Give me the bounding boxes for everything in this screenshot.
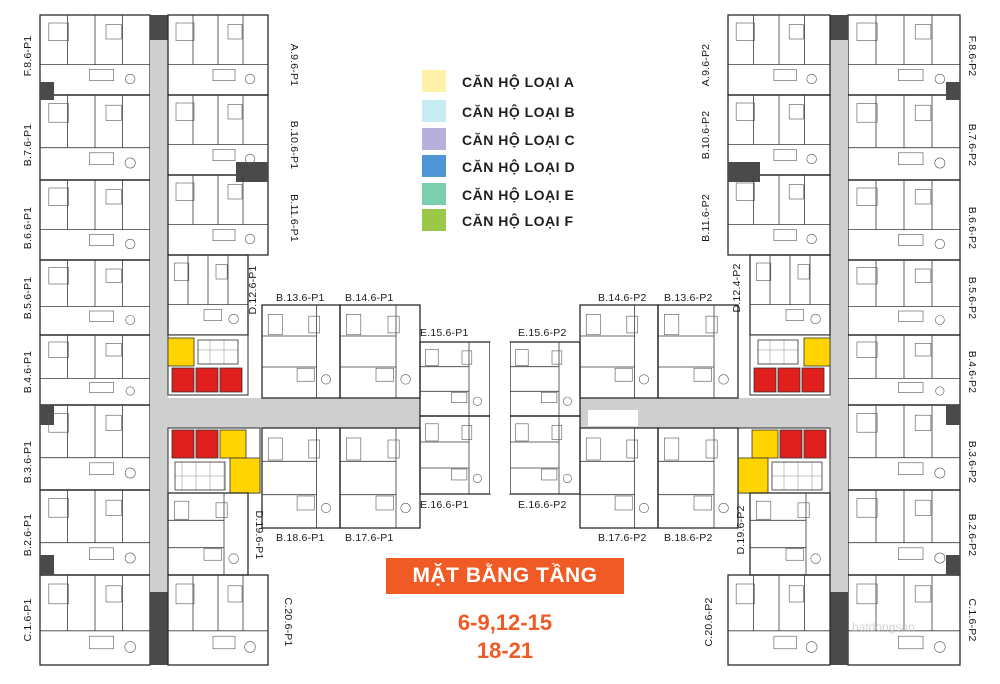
- legend-swatch-c: [422, 128, 446, 150]
- unit-labels-p1: F.8.6-P1 B.7.6-P1 B.6.6-P1 B.5.6-P1 B.4.…: [22, 36, 469, 647]
- floor-range-line-1: 6-9,12-15: [457, 610, 553, 635]
- label-a9-p2: A.9.6-P2: [700, 44, 712, 86]
- legend-label-e: CĂN HỘ LOẠI E: [462, 186, 574, 203]
- central-void: [490, 342, 510, 494]
- label-e15-p2: E.15.6-P2: [518, 327, 567, 339]
- label-b6-p2: B.6.6-P2: [966, 207, 978, 249]
- label-b18-p2: B.18.6-P2: [664, 532, 713, 544]
- unit-b14-p1[interactable]: [339, 304, 421, 399]
- label-b4-p1: B.4.6-P1: [22, 351, 34, 393]
- label-b17-p1: B.17.6-P1: [345, 532, 394, 544]
- label-c20-p2: C.20.6-P2: [703, 597, 715, 646]
- label-b10-p1: B.10.6-P1: [288, 121, 300, 170]
- label-f8-p1: F.8.6-P1: [22, 36, 34, 77]
- corridor-vertical-p2: [830, 15, 848, 665]
- legend-swatch-e: [422, 183, 446, 205]
- legend-label-f: CĂN HỘ LOẠI F: [462, 212, 574, 229]
- label-b13-p2: B.13.6-P2: [664, 292, 713, 304]
- label-d19-p1: D.19.6-P1: [253, 510, 265, 559]
- label-d12-p2: D.12.4-P2: [731, 263, 743, 312]
- legend-swatch-a: [422, 70, 446, 92]
- label-b3-p2: B.3.6-P2: [966, 441, 978, 483]
- label-b3-p1: B.3.6-P1: [22, 441, 34, 483]
- label-b18-p1: B.18.6-P1: [276, 532, 325, 544]
- label-c20-p1: C.20.6-P1: [282, 597, 294, 646]
- label-c1-p2: C.1.6-P2: [966, 598, 978, 641]
- label-b2-p2: B.2.6-P2: [966, 514, 978, 556]
- label-b10-p2: B.10.6-P2: [700, 111, 712, 160]
- legend-swatch-d: [422, 155, 446, 177]
- label-b11-p2: B.11.6-P2: [700, 194, 712, 242]
- legend-label-d: CĂN HỘ LOẠI D: [462, 158, 575, 175]
- legend-label-a: CĂN HỘ LOẠI A: [462, 73, 575, 90]
- label-b17-p2: B.17.6-P2: [598, 532, 647, 544]
- label-b14-p2: B.14.6-P2: [598, 292, 647, 304]
- unit-labels-p2: F.8.6-P2 B.7.6-P2 B.6.6-P2 B.5.6-P2 B.4.…: [518, 36, 978, 647]
- label-d19-p2: D.19.6-P2: [735, 505, 747, 554]
- legend: CĂN HỘ LOẠI A CĂN HỘ LOẠI B CĂN HỘ LOẠI …: [422, 70, 575, 231]
- watermark-logo: batdongsan: [852, 620, 915, 634]
- label-b7-p2: B.7.6-P2: [966, 124, 978, 166]
- legend-swatch-b: [422, 100, 446, 122]
- label-b5-p1: B.5.6-P1: [22, 277, 34, 319]
- label-f8-p2: F.8.6-P2: [966, 36, 978, 77]
- label-b14-p1: B.14.6-P1: [345, 292, 394, 304]
- label-d12-p1: D.12.6-P1: [247, 265, 259, 314]
- label-a9-p1: A.9.6-P1: [288, 44, 300, 86]
- tower-p2: [509, 14, 961, 666]
- corridor-horizontal-p1: [150, 398, 420, 428]
- unit-b13-p1[interactable]: [261, 304, 341, 399]
- legend-label-b: CĂN HỘ LOẠI B: [462, 103, 575, 120]
- label-e16-p2: E.16.6-P2: [518, 499, 567, 511]
- floor-plan-title: MẶT BẰNG TẦNG: [386, 558, 624, 594]
- legend-swatch-f: [422, 209, 446, 231]
- interior-details: [40, 15, 960, 653]
- label-c1-p1: C.1.6-P1: [22, 598, 34, 641]
- label-b11-p1: B.11.6-P1: [288, 194, 300, 242]
- unit-b17-p1[interactable]: [339, 427, 421, 529]
- label-b7-p1: B.7.6-P1: [22, 124, 34, 166]
- label-e16-p1: E.16.6-P1: [420, 499, 469, 511]
- corridor-vertical-p1: [150, 15, 168, 665]
- label-b13-p1: B.13.6-P1: [276, 292, 325, 304]
- label-e15-p1: E.15.6-P1: [420, 327, 469, 339]
- unit-b14-p2[interactable]: [579, 304, 659, 399]
- label-b2-p1: B.2.6-P1: [22, 514, 34, 556]
- unit-b13-p2[interactable]: [657, 304, 739, 399]
- floor-range-line-2: 18-21: [476, 638, 534, 663]
- unit-b17-p2[interactable]: [579, 427, 659, 529]
- label-b5-p2: B.5.6-P2: [966, 277, 978, 319]
- label-b6-p1: B.6.6-P1: [22, 207, 34, 249]
- label-b4-p2: B.4.6-P2: [966, 351, 978, 393]
- legend-label-c: CĂN HỘ LOẠI C: [462, 131, 575, 148]
- unit-b18-p1[interactable]: [261, 427, 341, 529]
- unit-b18-p2[interactable]: [657, 427, 739, 529]
